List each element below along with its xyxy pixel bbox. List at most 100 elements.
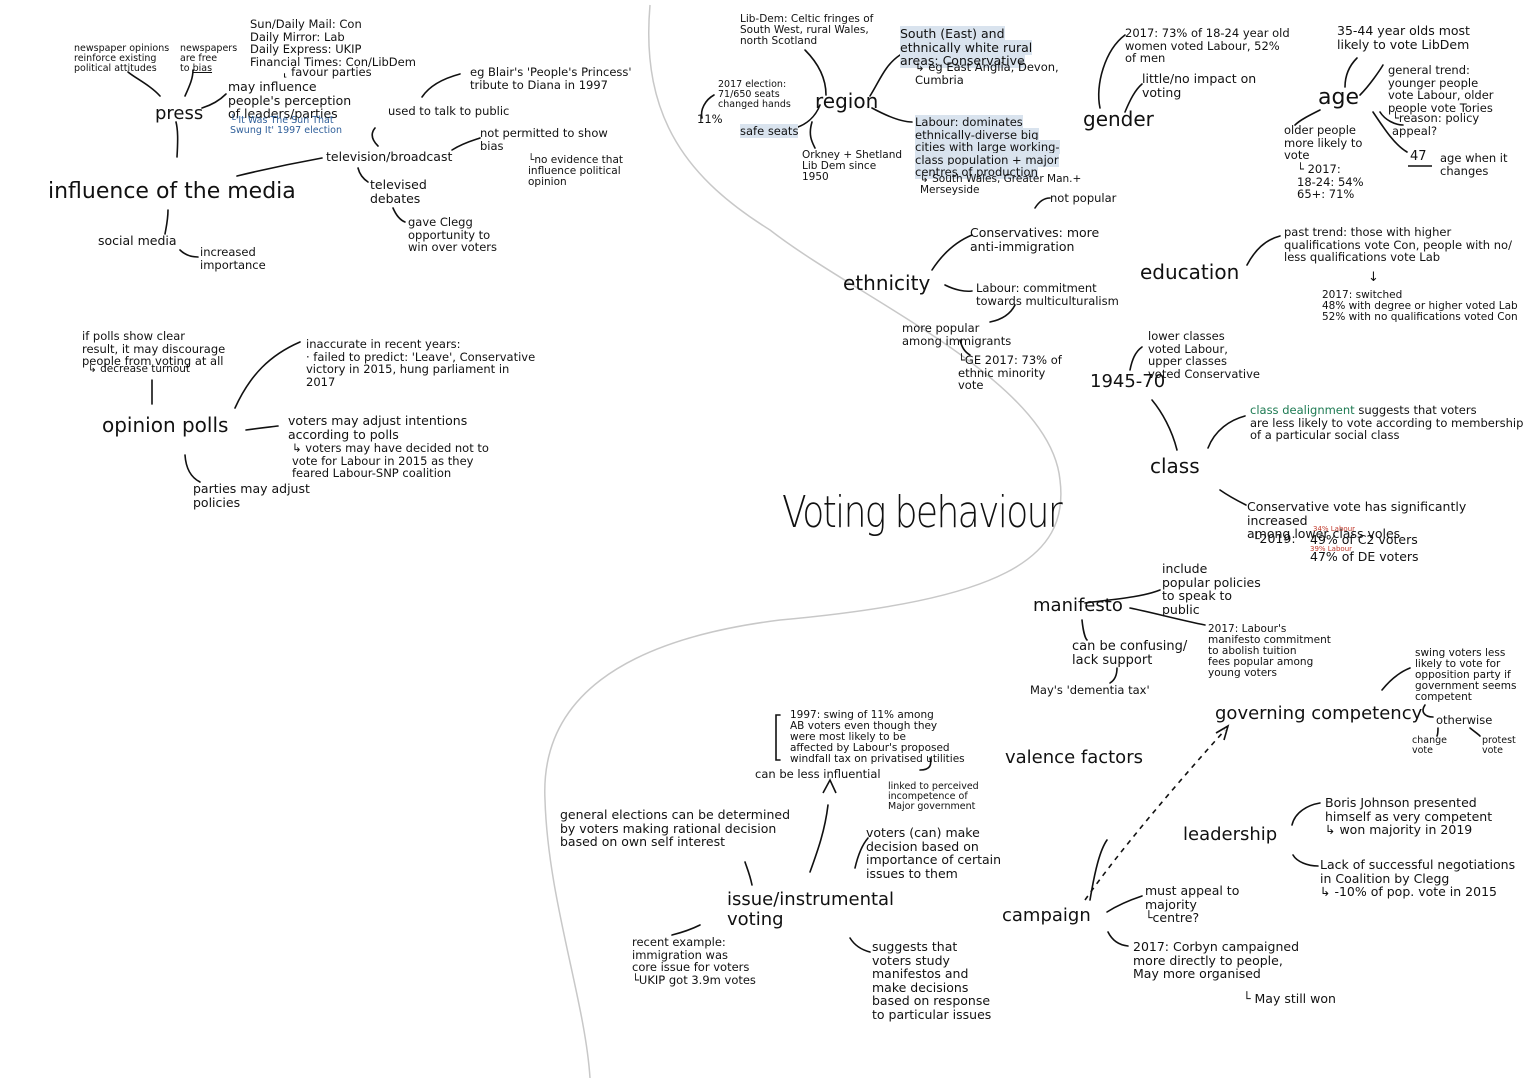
labour-region-examples: ↳ South Wales, Greater Man.+ Merseyside <box>920 173 1082 196</box>
perception-note: may influence people's perception of lea… <box>228 79 352 121</box>
issue-voters-make-note: voters (can) make decision based on impo… <box>866 825 1002 881</box>
leadership-boris-note: Boris Johnson presented himself as very … <box>1325 795 1493 837</box>
issue-voting-heading: issue/instrumental voting <box>727 889 895 930</box>
eleven-percent-note: 11% <box>697 112 723 126</box>
newspapers-free-text: newspapers are free <box>180 43 238 64</box>
television-node: television/broadcast <box>326 149 453 164</box>
campaign-corbyn-note: 2017: Corbyn campaigned more directly to… <box>1133 939 1299 981</box>
leadership-heading: leadership <box>1183 824 1278 845</box>
age-libdem-note: 35-44 year olds most likely to vote LibD… <box>1337 23 1470 52</box>
newspapers-free-bias: bias <box>192 63 213 74</box>
gender-heading: gender <box>1083 107 1154 131</box>
ethnicity-heading: ethnicity <box>843 271 931 295</box>
governing-protest-vote: protest vote <box>1482 735 1516 756</box>
labour-region-highlight: Labour: dominates ethnically-diverse big… <box>915 115 1060 179</box>
class-2019-label: └2019: <box>1252 531 1296 546</box>
class-dealignment-note: class dealignment suggests that voters a… <box>1250 404 1523 442</box>
issue-general-note: general elections can be determined by v… <box>560 807 790 849</box>
safe-seats-note: safe seats <box>740 124 799 138</box>
valence-factors-heading: valence factors <box>1005 747 1143 768</box>
not-permitted-note: not permitted to show bias <box>480 126 608 153</box>
class-dealignment-term: class dealignment <box>1250 403 1355 417</box>
class-heading: class <box>1150 454 1200 478</box>
leadership-clegg-note: Lack of successful negotiations in Coali… <box>1320 857 1516 899</box>
age-trend-note: general trend: younger people vote Labou… <box>1388 63 1494 115</box>
age-changes-note: age when it changes <box>1440 151 1508 178</box>
education-switched-note: 2017: switched 48% with degree or higher… <box>1322 289 1518 323</box>
press-node: press <box>155 103 204 124</box>
class-period-node: 1945-70 <box>1090 371 1166 392</box>
manifesto-include-note: include popular policies to speak to pub… <box>1162 561 1261 617</box>
clegg-debates-note: gave Clegg opportunity to win over voter… <box>408 215 497 254</box>
parties-adjust-note: parties may adjust policies <box>193 481 310 510</box>
adjust-note: voters may adjust intentions according t… <box>288 413 468 442</box>
labour-multicultural-note: Labour: commitment towards multicultural… <box>976 281 1119 308</box>
age-reason-note: └reason: policy appeal? <box>1392 111 1480 138</box>
governing-otherwise-note: otherwise <box>1436 713 1493 727</box>
favour-parties-note: ⸤ favour parties <box>283 65 372 79</box>
polls-heading: opinion polls <box>102 413 229 437</box>
issue-suggests-note: suggests that voters study manifestos an… <box>872 939 992 1022</box>
conservatives-immigration-note: Conservatives: more anti-immigration <box>970 225 1100 254</box>
newspaper-party-list: Sun/Daily Mail: Con Daily Mirror: Lab Da… <box>250 17 416 69</box>
issue-less-influential-note: can be less influential <box>755 767 881 781</box>
not-popular-note: not popular <box>1050 191 1117 205</box>
education-heading: education <box>1140 260 1240 284</box>
inaccurate-note: inaccurate in recent years: · failed to … <box>306 337 536 389</box>
class-de-labour-note: 39% Labour <box>1310 545 1353 553</box>
education-arrow: ↓ <box>1368 270 1379 285</box>
blair-note: eg Blair's 'People's Princess' tribute t… <box>470 65 632 92</box>
manifesto-tuition-note: 2017: Labour's manifesto commitment to a… <box>1208 623 1331 679</box>
class-lower-note: lower classes voted Labour, upper classe… <box>1148 329 1260 381</box>
increased-importance-note: increased importance <box>200 245 266 272</box>
page-title: Voting behaviour <box>782 487 1063 538</box>
more-popular-note: more popular among immigrants <box>902 321 1012 348</box>
newspaper-opinions-note: newspaper opinions reinforce existing po… <box>74 43 170 74</box>
snp-note: ↳ voters may have decided not to vote fo… <box>292 441 489 480</box>
social-media-node: social media <box>98 233 177 248</box>
no-evidence-note: └no evidence that influence political op… <box>528 154 624 188</box>
age-47-note: 47 <box>1410 149 1427 164</box>
older-people-note: older people more likely to vote <box>1284 123 1363 162</box>
campaign-heading: campaign <box>1002 905 1091 926</box>
conservative-increase-note: Conservative vote has significantly incr… <box>1247 499 1467 541</box>
used-to-talk-note: used to talk to public <box>388 104 510 118</box>
issue-recent-note: recent example: immigration was core iss… <box>632 935 756 987</box>
governing-competency-heading: governing competency <box>1215 703 1423 724</box>
little-impact-note: little/no impact on voting <box>1142 71 1257 100</box>
manifesto-heading: manifesto <box>1033 595 1123 616</box>
issue-major-note: linked to perceived incompetence of Majo… <box>888 781 979 812</box>
debates-node: televised debates <box>370 177 427 206</box>
governing-swing-note: swing voters less likely to vote for opp… <box>1415 647 1517 703</box>
issue-1997-swing-note: 1997: swing of 11% among AB voters even … <box>790 709 965 765</box>
region-heading: region <box>815 89 879 113</box>
women-vote-note: 2017: 73% of 18-24 year old women voted … <box>1125 26 1290 65</box>
governing-change-vote: change vote <box>1412 735 1447 756</box>
south-east-highlight: South (East) and ethnically white rural … <box>900 26 1033 68</box>
south-east-examples: ↳ eg East Anglia, Devon, Cumbria <box>915 60 1059 87</box>
ge-2017-ethnic-note: └GE 2017: 73% of ethnic minority vote <box>958 353 1062 392</box>
south-east-note: South (East) and ethnically white rural … <box>900 26 1033 68</box>
safe-seats-highlight: safe seats <box>740 124 799 138</box>
labour-region-note: Labour: dominates ethnically-diverse big… <box>915 115 1060 179</box>
campaign-arrow <box>1084 724 1230 901</box>
class-dealignment-text: suggests that voters are less likely to … <box>1250 403 1524 442</box>
seats-2017-note: 2017 election: 71/650 seats changed hand… <box>718 79 791 110</box>
manifesto-dementia-note: May's 'dementia tax' <box>1030 683 1150 697</box>
class-c2-labour-note: 34% Labour <box>1313 525 1356 533</box>
discourage-note: if polls show clear result, it may disco… <box>82 329 226 368</box>
turnout-note: ↳ decrease turnout <box>88 363 191 375</box>
age-heading: age <box>1318 85 1359 110</box>
divider-curve <box>544 4 1062 1079</box>
campaign-may-won-note: └ May still won <box>1243 991 1336 1006</box>
libdem-region-note: Lib-Dem: Celtic fringes of South West, r… <box>740 13 874 47</box>
class-de-note: 47% of DE voters <box>1310 549 1419 564</box>
media-heading: influence of the media <box>48 179 296 204</box>
orkney-note: Orkney + Shetland Lib Dem since 1950 <box>802 149 903 183</box>
issue-arrow <box>822 778 837 794</box>
newspapers-free-to: to <box>180 63 190 74</box>
branch-lines <box>127 34 1481 953</box>
